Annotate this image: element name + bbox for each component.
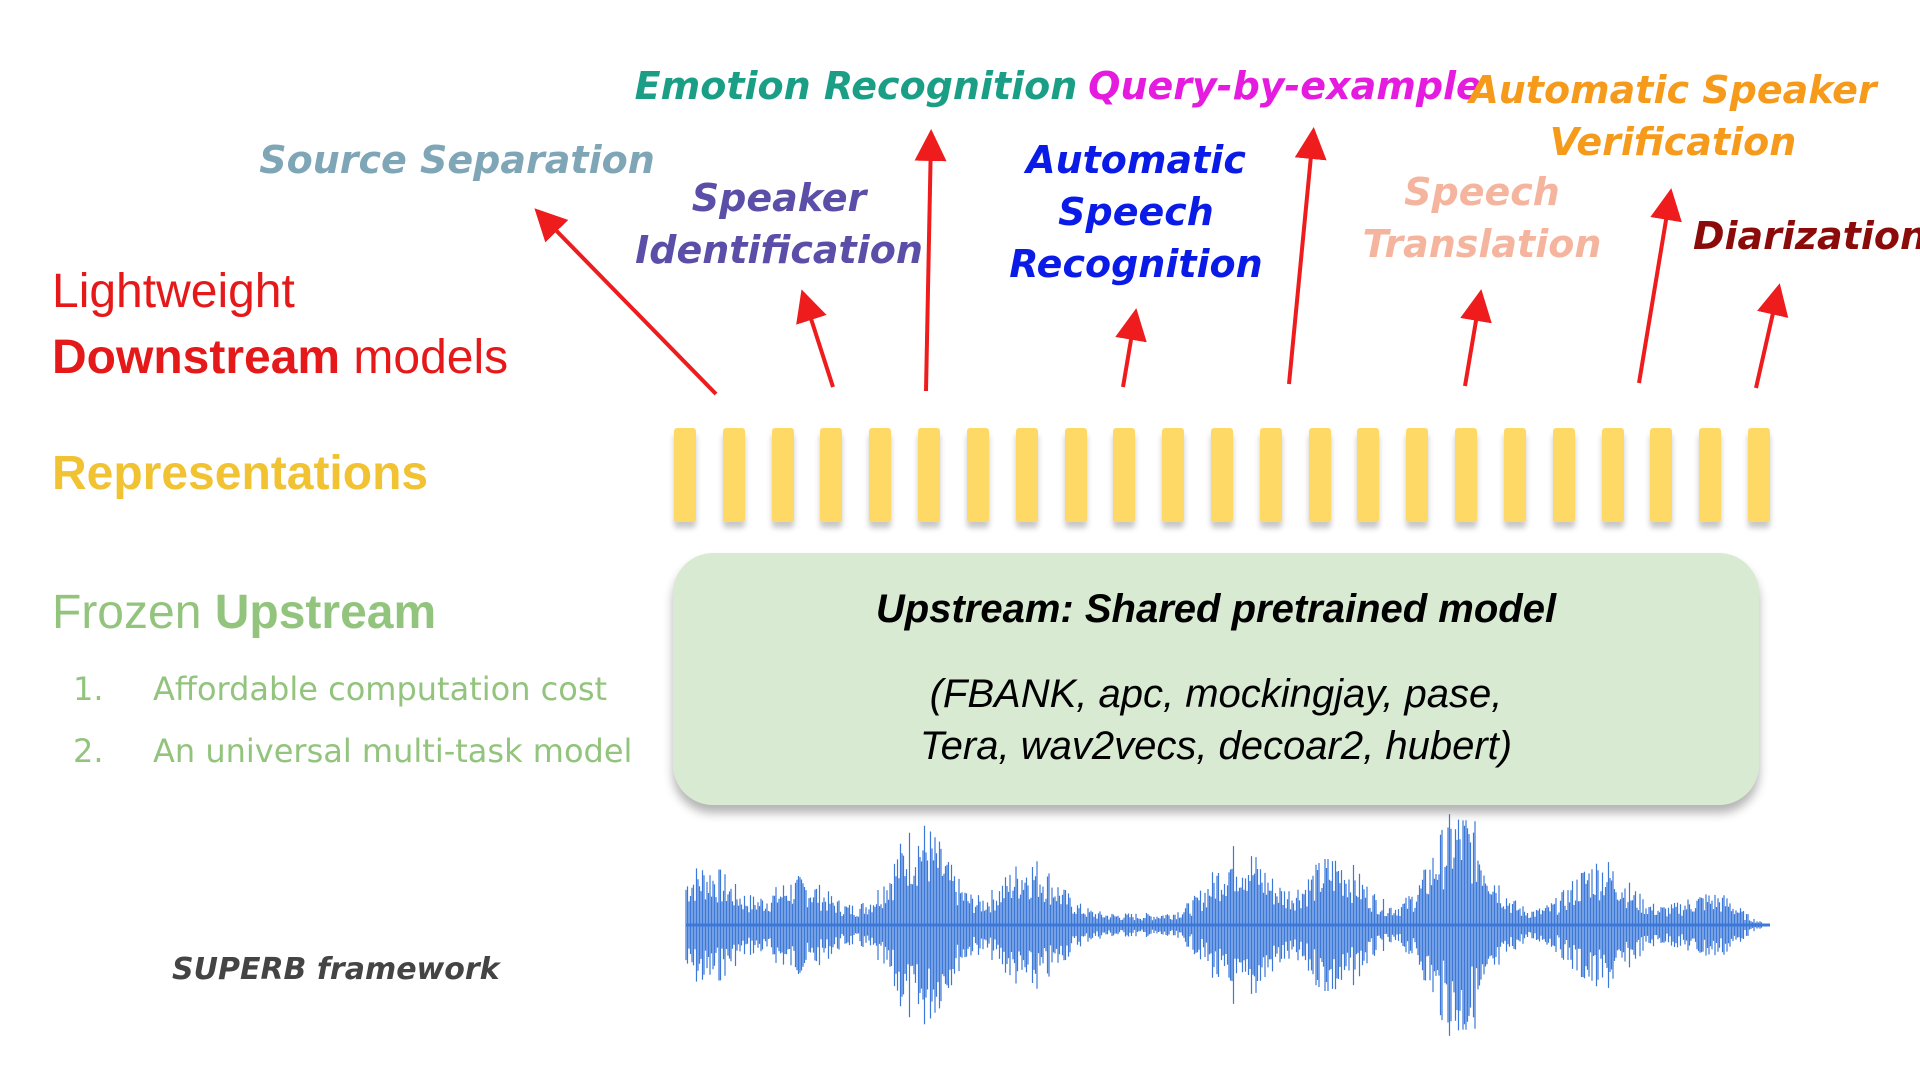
task-source-separation: Source Separation	[259, 134, 655, 186]
upstream-text: Upstream	[214, 586, 437, 639]
representation-bar	[1552, 428, 1575, 522]
representation-bar	[1406, 428, 1429, 522]
arrow-automatic-speech-recognition	[1115, 308, 1147, 388]
frozen-text: Frozen	[52, 586, 215, 639]
task-label-line: Identification	[635, 228, 923, 272]
representation-bar	[1064, 428, 1087, 522]
task-query-by-example: Query-by-example	[1088, 60, 1482, 112]
models-text: models	[340, 331, 509, 384]
representation-bar	[1015, 428, 1038, 522]
arrow-speaker-identification	[796, 289, 835, 388]
representation-bar	[1113, 428, 1136, 522]
upstream-models-line-2: Tera, wav2vecs, decoar2, hubert)	[919, 724, 1513, 768]
representation-bar	[771, 428, 794, 522]
representation-bar	[869, 428, 892, 522]
task-label-line: Query-by-example	[1088, 64, 1482, 108]
list-number: 1.	[73, 670, 104, 708]
representation-bar	[1308, 428, 1331, 522]
lightweight-label: Lightweight	[52, 262, 295, 322]
frozen-upstream-label: Frozen Upstream	[52, 583, 436, 643]
upstream-box-title: Upstream: Shared pretrained model	[875, 587, 1557, 631]
upstream-models-line-1: (FBANK, apc, mockingjay, pase,	[929, 672, 1503, 716]
task-label-line: Speech	[1404, 170, 1560, 214]
representation-bar	[1601, 428, 1624, 522]
task-label-line: Recognition	[1009, 242, 1263, 286]
representation-bar	[1357, 428, 1380, 522]
upstream-box-models: (FBANK, apc, mockingjay, pase, Tera, wav…	[673, 668, 1759, 772]
representation-bar	[1455, 428, 1478, 522]
downstream-text: Downstream	[52, 331, 341, 384]
lightweight-text: Lightweight	[52, 265, 295, 318]
task-label-line: Speaker	[691, 176, 867, 220]
arrow-emotion-recognition	[914, 129, 947, 392]
representation-bar	[1748, 428, 1770, 522]
representation-bar	[1699, 428, 1722, 522]
representation-bar	[1503, 428, 1526, 522]
task-label-line: Translation	[1362, 222, 1602, 266]
arrow-automatic-speaker-verification	[1637, 188, 1682, 384]
representation-bar	[820, 428, 843, 522]
representation-bar	[966, 428, 989, 522]
arrow-speech-translation	[1460, 289, 1492, 387]
representation-bar	[1259, 428, 1282, 522]
task-emotion-recognition: Emotion Recognition	[635, 60, 1078, 112]
task-label-line: Automatic Speaker	[1469, 68, 1877, 112]
representation-bar	[1650, 428, 1673, 522]
arrow-source-separation	[534, 208, 718, 396]
framework-caption: SUPERB framework	[172, 952, 500, 987]
representation-bar	[918, 428, 941, 522]
representation-bar	[1211, 428, 1233, 522]
arrow-query-by-example	[1287, 127, 1327, 385]
list-item: 1. Affordable computation cost	[73, 670, 632, 732]
representation-bar	[674, 428, 696, 522]
list-text: Affordable computation cost	[153, 670, 608, 708]
representations-text: Representations	[52, 447, 429, 500]
upstream-benefits-list: 1. Affordable computation cost 2. An unive…	[73, 670, 632, 770]
arrow-diarization	[1754, 283, 1789, 389]
task-label-line: Speech	[1058, 190, 1214, 234]
upstream-model-box: Upstream: Shared pretrained model (FBANK…	[673, 553, 1759, 805]
task-label-line: Verification	[1549, 120, 1797, 164]
task-diarization: Diarization	[1693, 210, 1920, 262]
list-text: An universal multi-task model	[153, 732, 633, 770]
list-item: 2. An universal multi-task model	[73, 732, 632, 770]
representation-bar	[1162, 428, 1185, 522]
task-label-line: Automatic	[1026, 138, 1246, 182]
task-label-line: Diarization	[1692, 214, 1920, 258]
task-label-line: Source Separation	[259, 138, 655, 182]
downstream-models-label: Downstream models	[52, 328, 508, 388]
task-label-line: Emotion Recognition	[634, 64, 1078, 108]
representations-label: Representations	[52, 444, 428, 504]
representation-bar	[722, 428, 745, 522]
list-number: 2.	[73, 732, 104, 770]
